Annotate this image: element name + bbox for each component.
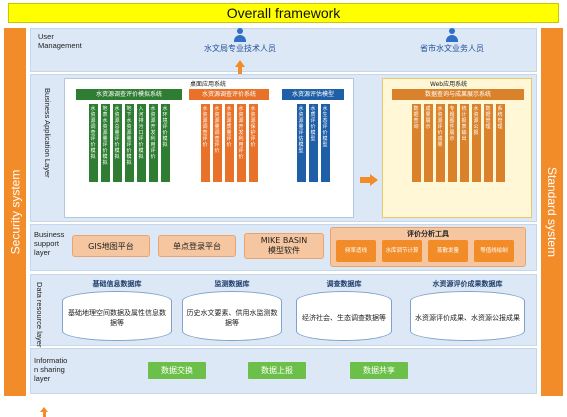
system-item: 数据管理: [483, 104, 493, 182]
db-evaluation-results: 水资源评价成果、水资源公报成果: [410, 291, 525, 341]
system-item: 水资源开发利用评价: [148, 104, 158, 182]
tool-frequency-fitting: 频率适线: [336, 240, 376, 262]
db-basic-info: 基础地理空间数据及属性信息数据等: [62, 291, 172, 341]
system-group-evaluation: 水资源调查评价系统 水资源调查评价 水资源量调查评价 水资源质量评价 水资源开发…: [189, 89, 269, 182]
db-monitoring: 历史水文要素、供用水监测数据等: [182, 291, 282, 341]
tool-reservoir-regulation: 水库调节计算: [382, 240, 422, 262]
page-title: Overall framework: [8, 3, 559, 23]
up-arrow-icon: [235, 60, 245, 76]
user-hydrology-bureau-label: 水文局专业技术人员: [204, 44, 276, 53]
system-item: 专题图件展示: [447, 104, 457, 182]
system-item: 水资源调查评价模拟: [88, 104, 98, 182]
system-item: 水生态评价模型: [320, 104, 330, 182]
user-hydrology-bureau: 水文局专业技术人员: [185, 28, 295, 54]
web-system-panel: [382, 78, 532, 218]
system-item: 水资源量评估模型: [296, 104, 306, 182]
system-group-models: 水资源评估模型 水资源量评估模型 水质评价模型 水生态评价模型: [282, 89, 344, 182]
person-icon: [234, 28, 246, 42]
system-item: 统计报表输出: [459, 104, 469, 182]
system-item: 水资源开发利用评价: [236, 104, 246, 182]
system-item: 水资源评价成果: [435, 104, 445, 182]
right-arrow-icon: [360, 174, 378, 186]
standard-system-bar: Standard system: [541, 28, 563, 396]
db-evaluation-results-title: 水资源评价成果数据库: [432, 280, 503, 288]
db-survey: 经济社会、生态调查数据等: [296, 291, 392, 341]
system-item: 成果展示: [423, 104, 433, 182]
tool-evapotranspiration: 蒸散发量: [428, 240, 468, 262]
data-exchange: 数据交换: [148, 362, 206, 379]
system-title: 水资源调查评价模拟系统: [76, 89, 182, 100]
system-item: 水资源总量评价模拟: [112, 104, 122, 182]
system-group-simulation: 水资源调查评价模拟系统 水资源调查评价模拟 地表水资源量评价模拟 水资源总量评价…: [76, 89, 182, 182]
system-item: 数据查询: [411, 104, 421, 182]
system-item: 入河排污口评价模拟: [136, 104, 146, 182]
system-item: 地下水资源量评价模拟: [124, 104, 134, 182]
system-title: 数据查询与成果展示系统: [392, 89, 524, 100]
tool-isoline-drawing: 等值线绘制: [474, 240, 514, 262]
data-reporting: 数据上报: [248, 362, 306, 379]
system-item: 系统管理: [495, 104, 505, 182]
system-title: 水资源评估模型: [282, 89, 344, 100]
sso-platform: 单点登录平台: [158, 235, 236, 257]
user-provincial-staff-label: 省市水文业务人员: [420, 44, 484, 53]
db-monitoring-title: 监测数据库: [214, 280, 250, 288]
db-survey-title: 调查数据库: [326, 280, 362, 288]
security-system-bar: Security system: [4, 28, 26, 396]
system-item: 水资源公报: [471, 104, 481, 182]
web-label: Web应用系统: [430, 81, 468, 88]
system-item: 水环境评价模拟: [160, 104, 170, 182]
person-icon: [446, 28, 458, 42]
desktop-label: 桌面应用系统: [190, 81, 227, 88]
up-arrow-icon: [40, 407, 48, 417]
system-item: 水资源调查评价: [200, 104, 210, 182]
business-support-label: Business support layer: [34, 230, 65, 257]
information-sharing-label: Informatio n sharing layer: [34, 356, 68, 383]
gis-platform: GIS地图平台: [72, 235, 150, 257]
mike-basin-software: MIKE BASIN 模型软件: [244, 233, 324, 259]
system-title: 水资源调查评价系统: [189, 89, 269, 100]
user-management-label: User Management: [38, 32, 82, 50]
system-item: 水质评价模型: [308, 104, 318, 182]
analysis-tools-list: 频率适线 水库调节计算 蒸散发量 等值线绘制: [336, 240, 522, 262]
security-system-label: Security system: [8, 169, 22, 255]
system-item: 水资源质量评价: [224, 104, 234, 182]
system-item: 地表水资源量评价模拟: [100, 104, 110, 182]
standard-system-label: Standard system: [545, 166, 560, 258]
analysis-tools-title: 评价分析工具: [407, 230, 449, 238]
system-item: 水资源保护评价: [248, 104, 258, 182]
system-item: 水资源量调查评价: [212, 104, 222, 182]
data-sharing: 数据共享: [350, 362, 408, 379]
user-provincial-staff: 省市水文业务人员: [397, 28, 507, 54]
db-basic-info-title: 基础信息数据库: [92, 280, 142, 288]
system-group-web: 数据查询与成果展示系统 数据查询 成果展示 水资源评价成果 专题图件展示 统计报…: [392, 89, 524, 182]
